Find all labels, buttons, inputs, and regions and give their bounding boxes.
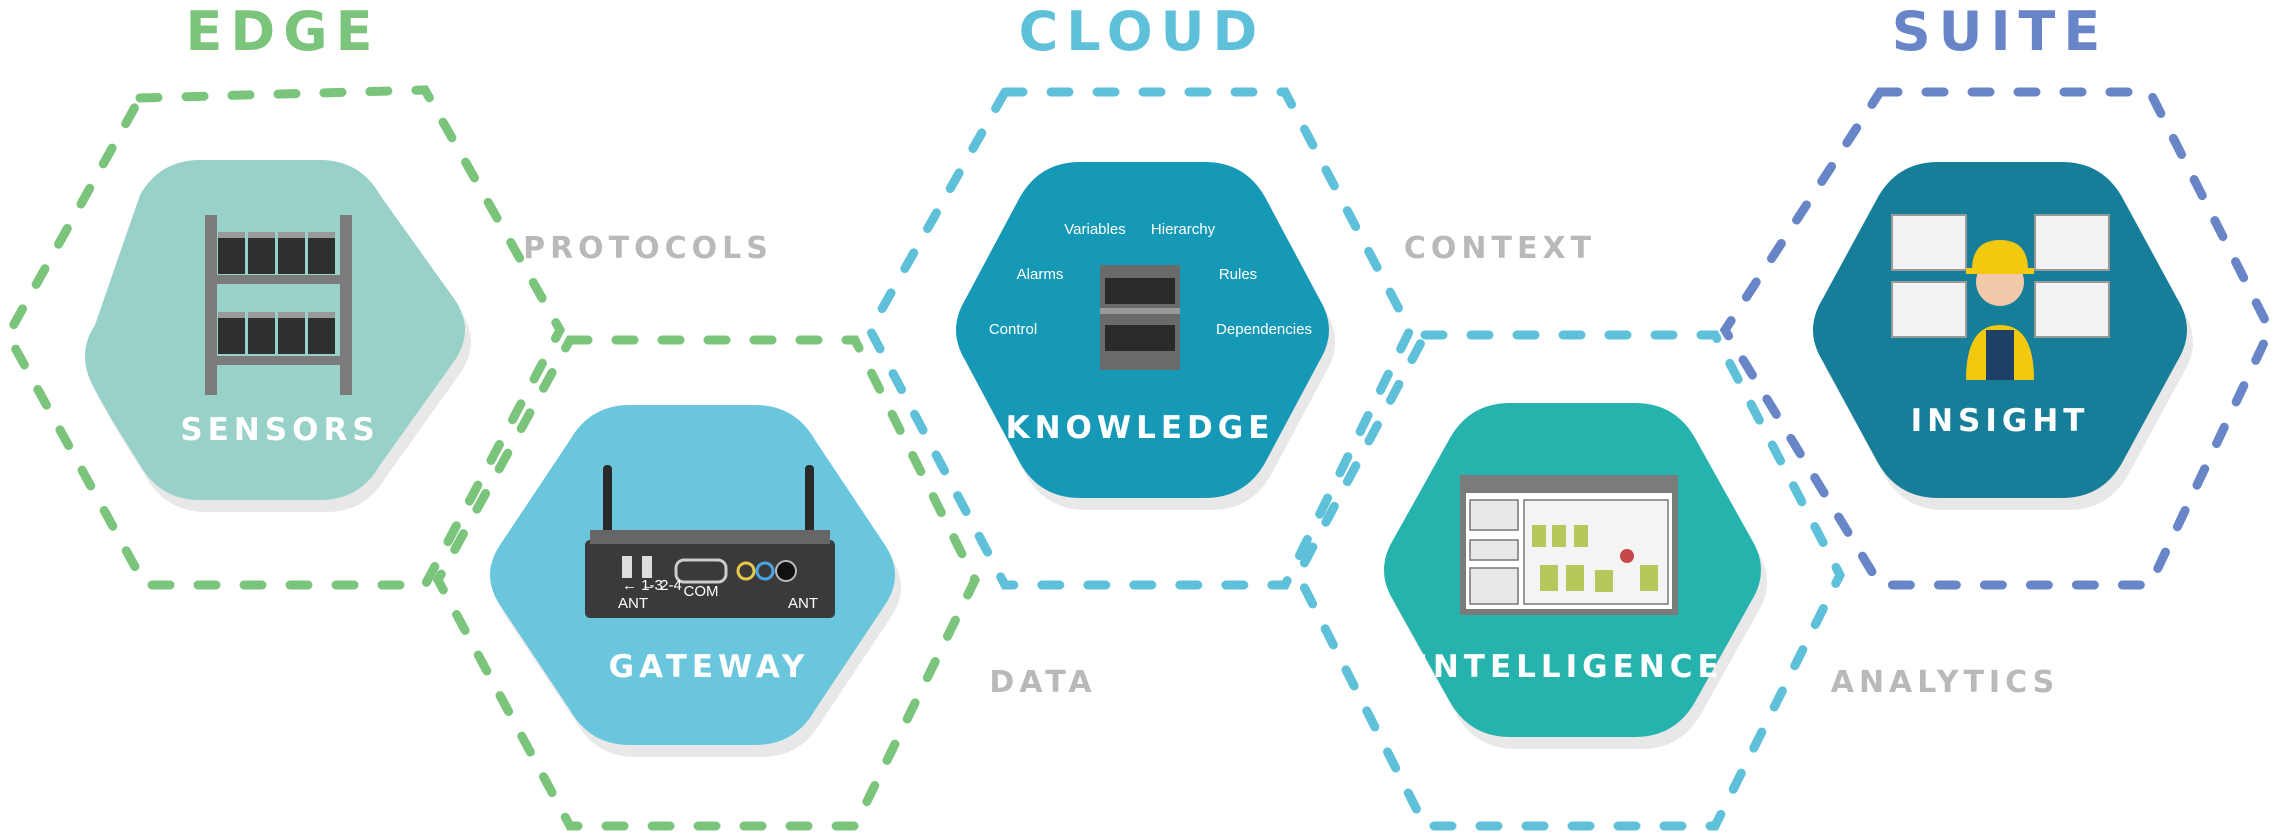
- operator-with-dashboards-icon: [1891, 214, 2110, 380]
- variables-term: Variables: [1064, 221, 1125, 238]
- dashboard-screen-icon: [1460, 475, 1678, 615]
- suite-insight-dashed-hex: [1719, 87, 2276, 590]
- cloud-knowledge-dashed-hex: [864, 87, 1416, 590]
- insight-label: INSIGHT: [1911, 403, 2090, 439]
- battery-rack-icon: [205, 215, 352, 395]
- ant-left-label: ANT: [618, 595, 648, 612]
- insight-hex: INSIGHT: [1813, 162, 2187, 498]
- edge-title: EDGE: [186, 0, 381, 63]
- rules-term: Rules: [1219, 266, 1257, 283]
- dependencies-term: Dependencies: [1216, 321, 1312, 338]
- com-port-label: COM: [684, 583, 719, 600]
- edge-sensors-dashed-hex: [2, 85, 566, 590]
- sensors-hex: SENSORS: [85, 160, 465, 500]
- protocols-label: PROTOCOLS: [523, 231, 773, 266]
- usb-right-label: ← 2-4: [641, 577, 682, 594]
- sensors-label: SENSORS: [180, 412, 379, 448]
- knowledge-label: KNOWLEDGE: [1006, 410, 1275, 446]
- hierarchy-term: Hierarchy: [1151, 221, 1216, 238]
- intelligence-hex: INTELLIGENCE: [1384, 403, 1761, 737]
- analytics-label: ANALYTICS: [1831, 665, 2060, 700]
- suite-title: SUITE: [1892, 0, 2109, 63]
- intelligence-label: INTELLIGENCE: [1416, 649, 1723, 685]
- data-label: DATA: [989, 665, 1096, 700]
- context-label: CONTEXT: [1404, 231, 1596, 266]
- knowledge-hex: Variables Hierarchy Alarms Rules Control…: [956, 162, 1329, 498]
- ant-right-label: ANT: [788, 595, 818, 612]
- alarms-term: Alarms: [1017, 266, 1064, 283]
- cloud-intelligence-dashed-hex: [1292, 330, 1846, 831]
- usb-left-label: ← 1-3: [622, 577, 663, 594]
- server-rack-icon: [1100, 265, 1180, 370]
- gateway-label: GATEWAY: [609, 649, 810, 685]
- gateway-hex: ← 1-3 ← 2-4 COM ANT ANT GATEWAY: [490, 405, 895, 745]
- edge-gateway-dashed-hex: [432, 335, 981, 831]
- router-icon: ← 1-3 ← 2-4 COM ANT ANT: [585, 465, 835, 618]
- control-term: Control: [989, 321, 1037, 338]
- cloud-title: CLOUD: [1019, 0, 1266, 63]
